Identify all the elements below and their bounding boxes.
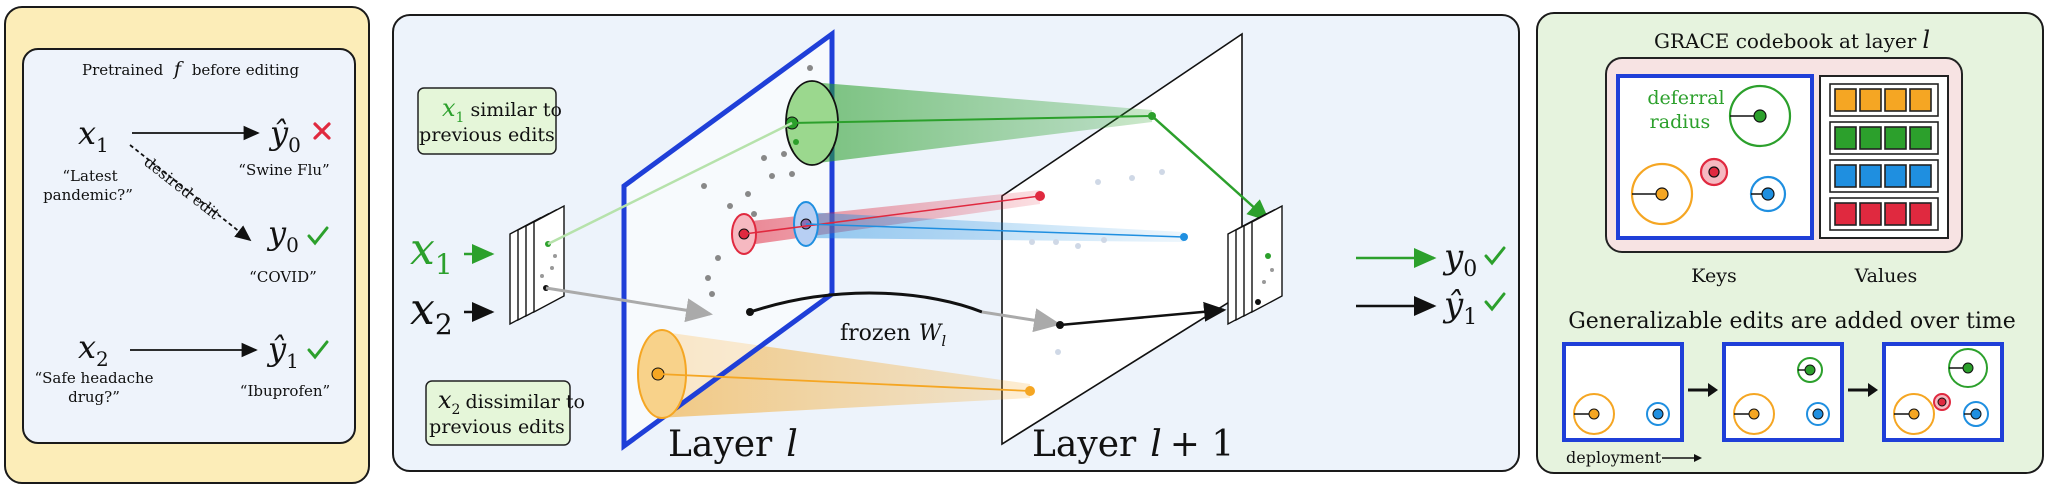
x1-quote-line2: pandemic?”	[43, 186, 133, 204]
cross-icon	[313, 122, 331, 140]
x2-path-gray	[545, 286, 713, 323]
left-title: Pretrained f before editing	[82, 58, 299, 80]
blue-cone	[804, 212, 1184, 242]
arrow-2	[1848, 383, 1878, 397]
deferral-label-2: radius	[1650, 111, 1711, 133]
check-icon	[1484, 246, 1506, 266]
deployment-label: deployment	[1566, 448, 1662, 467]
note-dissimilar-box	[425, 380, 571, 446]
note-similar-box	[417, 87, 557, 155]
keys-label: Keys	[1691, 265, 1736, 287]
check-icon	[1484, 292, 1506, 312]
output-y1: ŷ1	[1442, 285, 1477, 330]
y0-label: y0	[266, 214, 299, 257]
values-rows	[1829, 83, 1939, 231]
deferral-label-1: deferral	[1647, 87, 1724, 109]
left-inner-panel	[22, 48, 356, 444]
deployment-arrow	[1662, 454, 1702, 462]
check-icon	[307, 340, 329, 360]
desired-edit-label: desired edit	[141, 153, 224, 223]
left-panel-content: Pretrained f before editing x1 “Latest p…	[34, 58, 331, 406]
arrow-1	[1688, 383, 1718, 397]
check-icon	[307, 226, 329, 246]
snapshot-1	[1562, 342, 1684, 442]
y1hat-label: ŷ1	[266, 330, 299, 373]
x1-path-light	[547, 121, 793, 246]
desired-edit-arrow	[129, 144, 252, 242]
snapshot-2	[1722, 342, 1844, 442]
layer-l1-dots	[1029, 169, 1165, 355]
output-y0: y0	[1442, 237, 1477, 282]
x1-label: x1	[78, 114, 109, 157]
generalizable-title: Generalizable edits are added over time	[1568, 309, 2016, 334]
y0hat-quote: “Swine Flu”	[238, 161, 329, 179]
x2-quote-line2: drug?”	[68, 388, 120, 406]
x1-quote-line1: “Latest	[62, 167, 117, 185]
input-x1: x1	[410, 224, 453, 281]
output-feature-stack	[1227, 204, 1283, 326]
y0-quote: “COVID”	[249, 268, 317, 286]
input-x2: x2	[410, 284, 453, 341]
values-label: Values	[1854, 265, 1918, 287]
frozen-arrow	[749, 291, 983, 314]
input-feature-stack	[509, 204, 565, 326]
y1hat-quote: “Ibuprofen”	[240, 382, 330, 400]
x2-label: x2	[78, 328, 109, 371]
x2-quote-line1: “Safe headache	[34, 369, 153, 387]
note-similar-line2: previous edits	[419, 124, 555, 146]
green-cone	[810, 82, 1152, 164]
x1-to-output	[1151, 115, 1270, 222]
note-dissimilar-line2: previous edits	[429, 416, 565, 438]
keys-box	[1616, 74, 1814, 240]
y0hat-label: ŷ0	[268, 114, 301, 157]
